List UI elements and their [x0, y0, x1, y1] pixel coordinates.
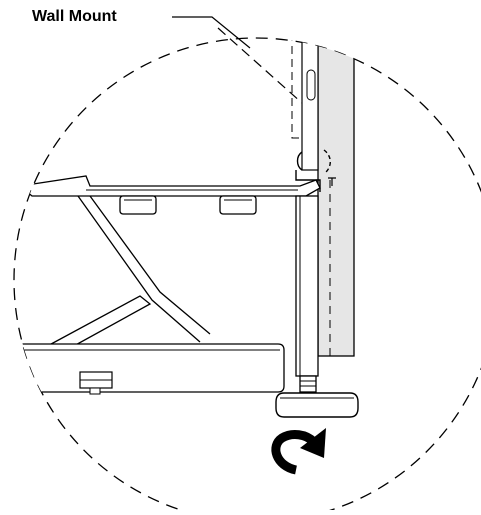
wall-mount-label: Wall Mount [32, 8, 117, 25]
table-pad-right [219, 195, 257, 215]
detail-contents [17, 39, 359, 418]
leveling-foot-stem [299, 375, 317, 393]
shelf-clip-tab [89, 387, 101, 395]
curved-rotation-arrow-icon [271, 428, 326, 475]
table-pad-left [119, 195, 157, 215]
wall-mount-plate [301, 39, 319, 171]
leveling-foot-pad [275, 392, 359, 418]
hook-right-dashed [323, 149, 331, 173]
lower-shelf [17, 343, 285, 393]
callout-leader-line [172, 16, 251, 49]
callout-leader-dashed [217, 27, 331, 129]
leg-post [295, 195, 319, 377]
support-leg-inner [89, 195, 211, 335]
hook-left [296, 151, 303, 171]
wall-panel [317, 39, 355, 357]
cross-brace [39, 295, 152, 359]
mount-bracket-l [295, 170, 321, 192]
mount-screw [328, 177, 336, 186]
support-leg-outer [77, 195, 201, 343]
tabletop [18, 175, 321, 197]
detail-circle [13, 37, 481, 515]
wall-mount-slot [306, 69, 316, 101]
